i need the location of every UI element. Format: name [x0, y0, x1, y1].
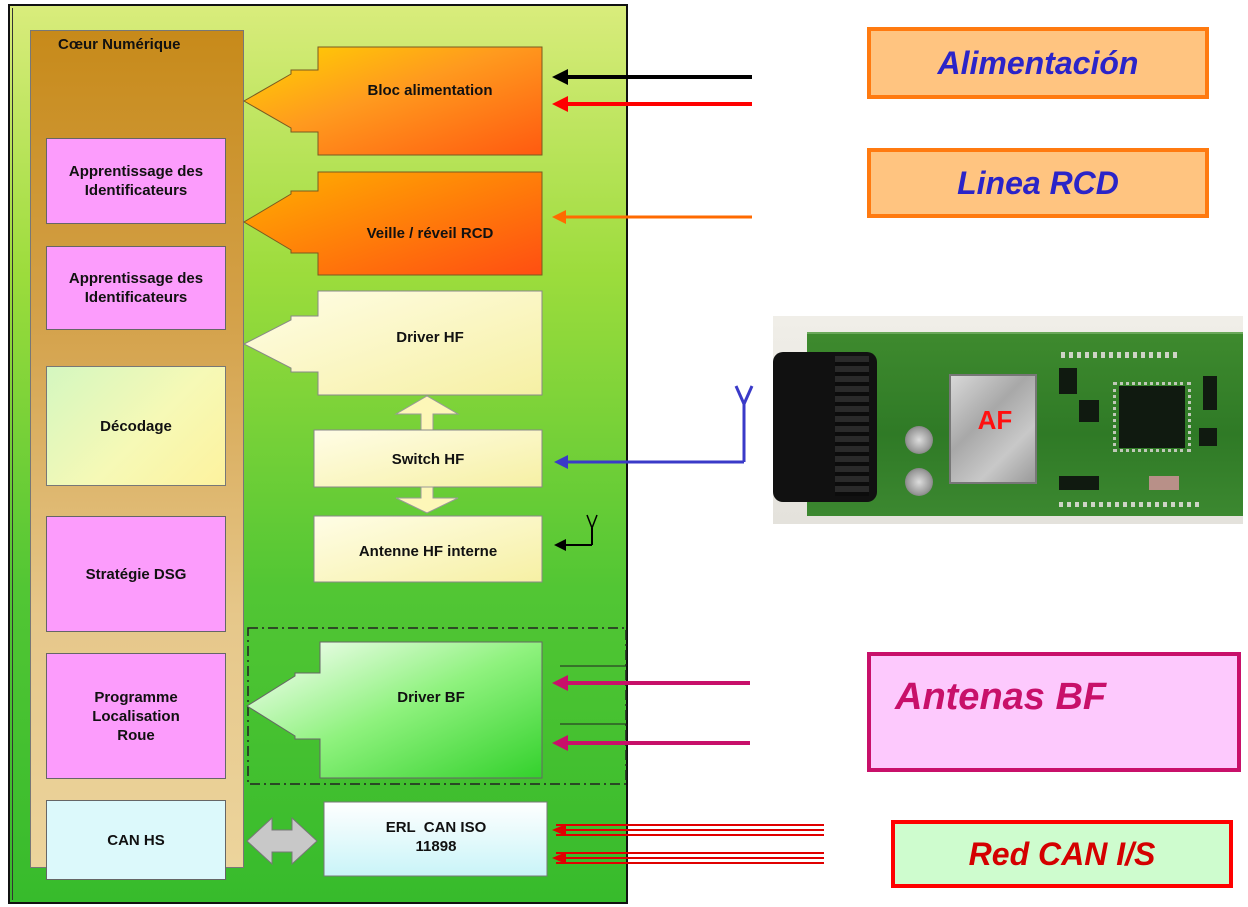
block-apprentissage-2: Apprentissage des Identificateurs: [46, 246, 226, 330]
antenas-bf-box: Antenas BF: [867, 652, 1241, 772]
bloc-alimentation-label: Bloc alimentation: [367, 81, 493, 99]
switch-hf-box: [313, 429, 543, 488]
antenne-hf-box: [313, 515, 543, 583]
bloc-alim-arrow: [242, 46, 543, 156]
linea-rcd-box: Linea RCD: [867, 148, 1209, 218]
block-programme-localisation: Programme Localisation Roue: [46, 653, 226, 779]
driver-hf-arrow: [242, 290, 543, 396]
block-strategie-dsg: Stratégie DSG: [46, 516, 226, 632]
driver-bf-label: Driver BF: [397, 688, 465, 706]
hf-double-arrow-bottom: [395, 486, 459, 514]
red-can-box: Red CAN I/S: [891, 820, 1233, 888]
veille-reveil-label: Veille / réveil RCD: [366, 224, 494, 242]
veille-arrow: [243, 171, 543, 276]
ecu-pcb-photo: AF: [773, 316, 1243, 524]
block-can-hs: CAN HS: [46, 800, 226, 880]
block-decodage: Décodage: [46, 366, 226, 486]
core-title: Cœur Numérique: [58, 36, 181, 53]
pcb-af-label: AF: [977, 404, 1013, 435]
board-inner-border: [12, 8, 626, 900]
driver-bf-arrow: [246, 641, 543, 779]
driver-hf-label: Driver HF: [396, 328, 464, 346]
antenne-hf-label: Antenne HF interne: [358, 542, 498, 560]
erl-can-box: [323, 801, 548, 877]
switch-hf-label: Switch HF: [391, 450, 465, 468]
hf-double-arrow-top: [394, 395, 460, 431]
can-double-arrow: [246, 816, 318, 866]
erl-can-label: ERL CAN ISO 11898: [385, 819, 491, 855]
alimentacion-box: Alimentación: [867, 27, 1209, 99]
block-apprentissage-1: Apprentissage des Identificateurs: [46, 138, 226, 224]
